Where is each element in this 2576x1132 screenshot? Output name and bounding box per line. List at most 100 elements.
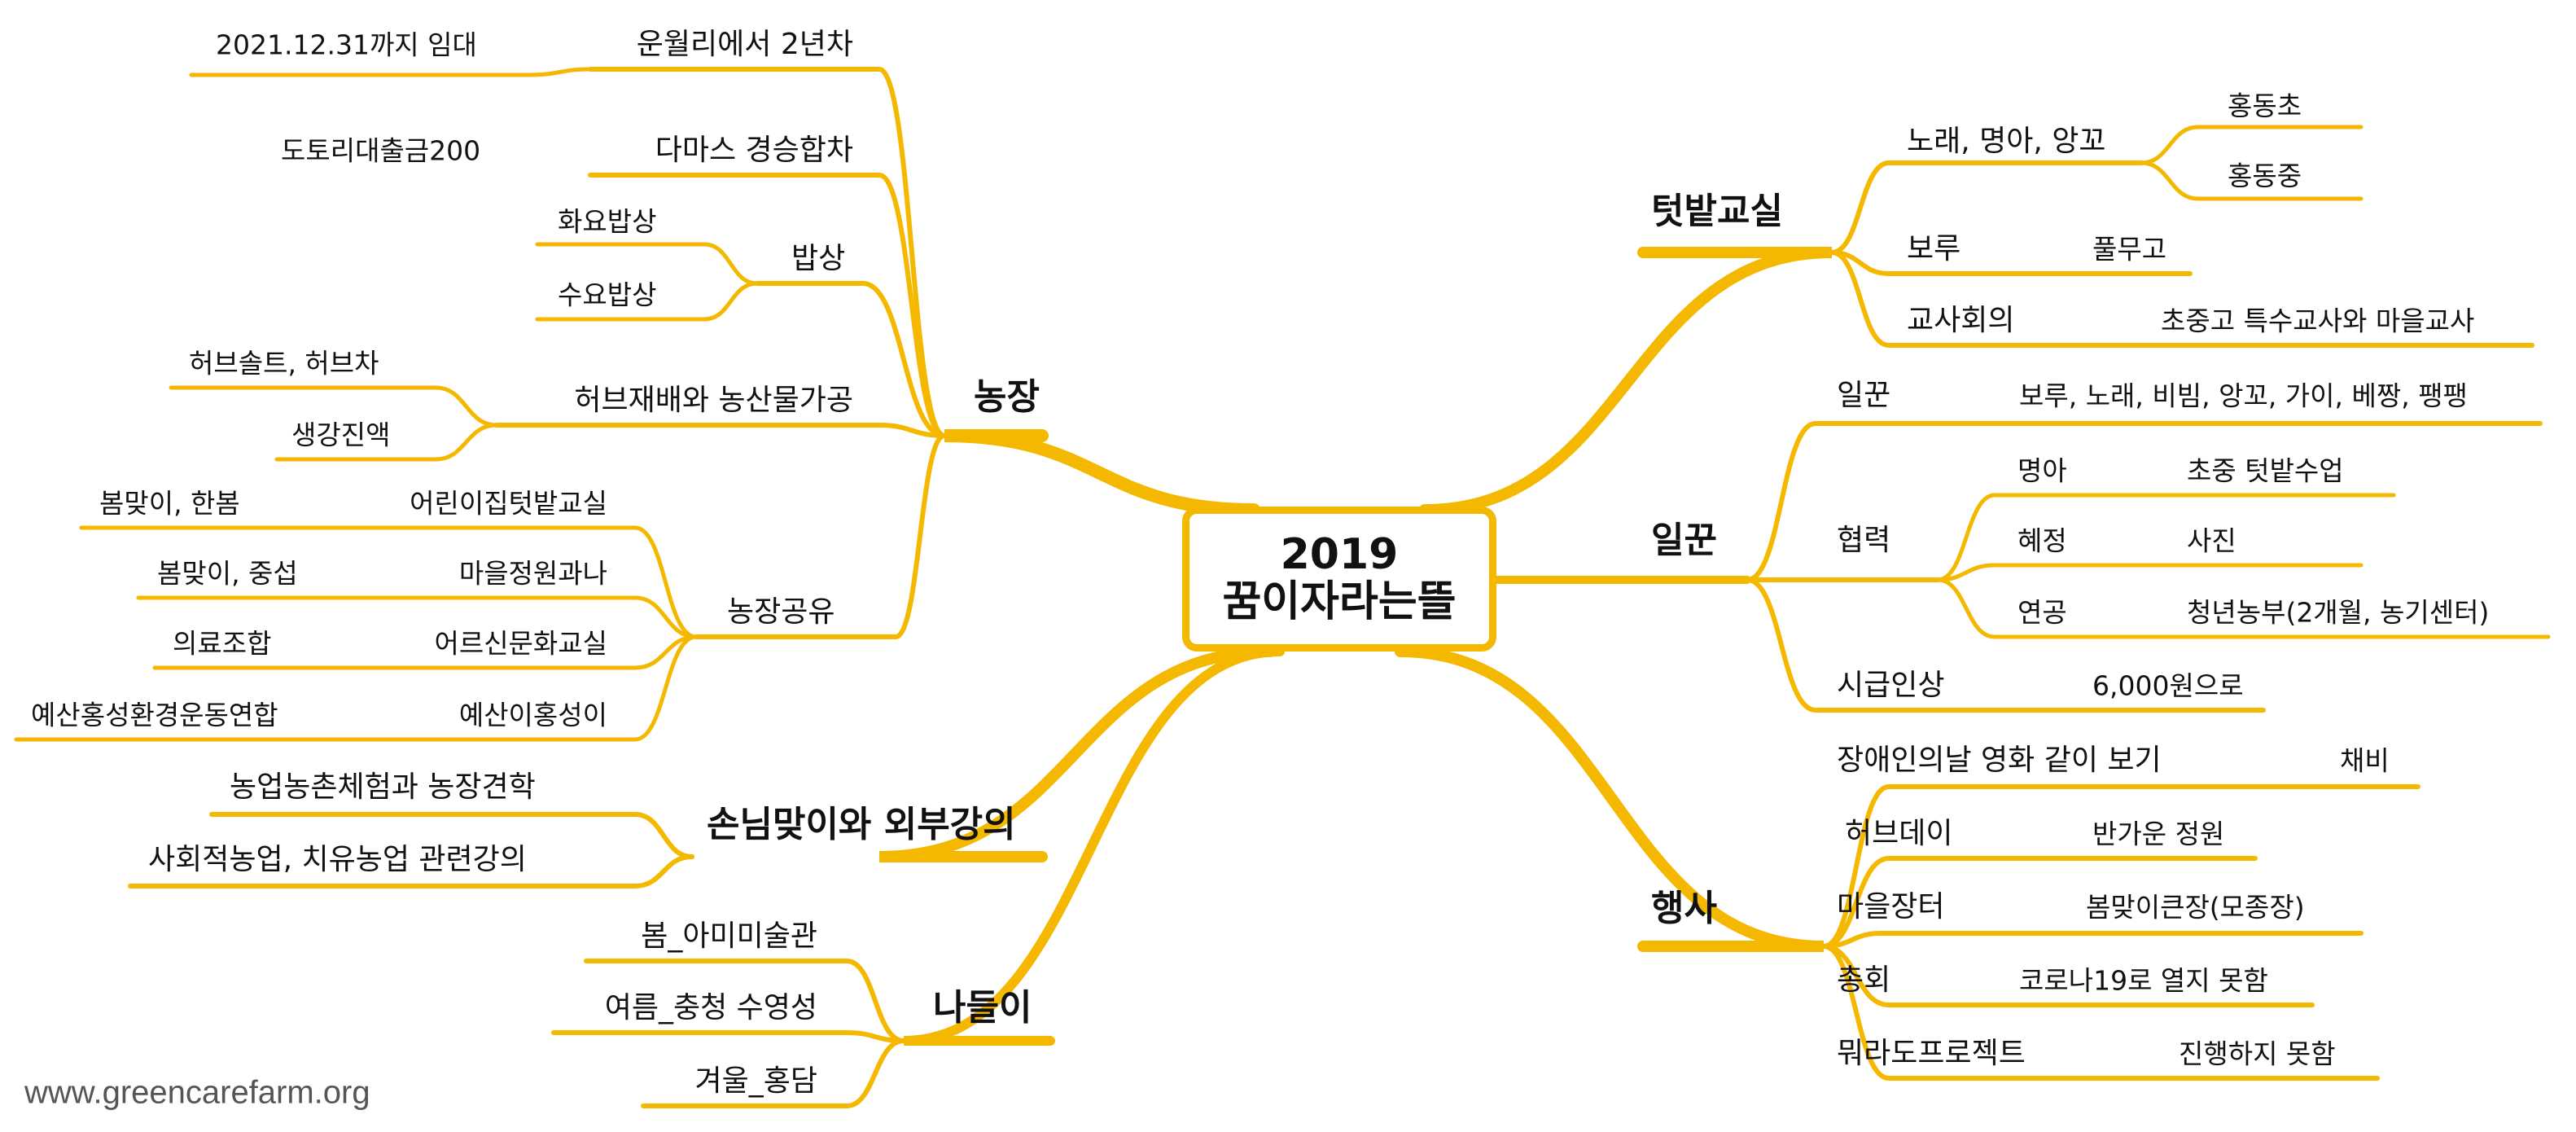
- farm-share[interactable]: 농장공유: [727, 595, 835, 629]
- coop-name: 연공: [2017, 596, 2067, 629]
- branch-farm[interactable]: 농장: [974, 376, 1040, 418]
- coop-detail: 초중 텃밭수업: [2187, 454, 2344, 487]
- share-org: 마을정원과나: [458, 557, 607, 590]
- outing-item: 겨울_홍담: [694, 1064, 817, 1098]
- share-detail: 의료조합: [173, 627, 272, 660]
- coop-sub: [1935, 577, 2551, 639]
- farm-herb-line: [494, 423, 947, 438]
- outing-sub: [584, 959, 906, 1043]
- guests-sub: [209, 812, 694, 859]
- share-detail: 봄맞이, 중섭: [157, 557, 298, 590]
- central-topic[interactable]: 2019 꿈이자라는뜰: [1182, 507, 1496, 652]
- branch-outing[interactable]: 나들이: [933, 987, 1032, 1029]
- farm-share-line: [694, 433, 947, 639]
- central-year: 2019: [1280, 529, 1399, 579]
- outing-item: 봄_아미미술관: [641, 919, 817, 953]
- farm-herb-sub: [169, 385, 499, 428]
- event-sub: [1821, 944, 2380, 1081]
- central-title: 꿈이자라는뜰: [1222, 577, 1457, 626]
- worker-members-line: [1745, 421, 2543, 582]
- coop-sub: [1935, 493, 2396, 582]
- farm-meal-item: 화요밥상: [558, 205, 657, 238]
- coop-detail: 청년농부(2개월, 농기센터): [2187, 596, 2490, 629]
- guests-item: 사회적농업, 치유농업 관련강의: [148, 843, 527, 876]
- farm-rent-detail: 2021.12.31까지 임대: [216, 29, 477, 61]
- event-item[interactable]: 총회: [1837, 963, 1891, 997]
- garden-song-item: 홍동중: [2228, 160, 2302, 192]
- share-detail: 봄맞이, 한봄: [99, 487, 240, 520]
- farm-share-sub: [136, 595, 699, 639]
- branch-garden[interactable]: 텃밭교실: [1651, 191, 1783, 232]
- website-watermark: www.greencarefarm.org: [24, 1074, 370, 1111]
- event-sub: [1821, 931, 2364, 949]
- share-org: 어르신문화교실: [434, 627, 607, 660]
- event-item[interactable]: 장애인의날 영화 같이 보기: [1837, 744, 2162, 777]
- outing-sub: [641, 1038, 906, 1108]
- coop-detail: 사진: [2187, 524, 2236, 557]
- garden-song-sub: [2139, 160, 2364, 201]
- farm-meal-item: 수요밥상: [558, 279, 657, 311]
- farm-rent-line: [588, 67, 947, 438]
- garden-song-line: [1829, 160, 2144, 255]
- event-item[interactable]: 마을장터: [1837, 890, 1945, 924]
- worker-coop[interactable]: 협력: [1837, 524, 1891, 557]
- farm-herb[interactable]: 허브재배와 농산물가공: [574, 384, 853, 417]
- garden-council[interactable]: 교사회의: [1907, 304, 2015, 337]
- garden-song-item: 홍동초: [2228, 90, 2302, 122]
- farm-share-sub: [152, 634, 699, 670]
- farm-herb-sub: [274, 423, 499, 462]
- trunk-farm: [944, 429, 1260, 516]
- worker-members[interactable]: 일꾼: [1837, 379, 1891, 412]
- garden-council-line: [1829, 250, 2534, 348]
- worker-wage-detail: 6,000원으로: [2092, 669, 2244, 702]
- outing-item: 여름_충청 수영성: [604, 991, 817, 1025]
- garden-council-detail: 초중고 특수교사와 마을교사: [2161, 305, 2475, 337]
- trunk-outing: [903, 647, 1285, 1046]
- farm-rent-detail-line: [189, 67, 593, 77]
- guests-item: 농업농촌체험과 농장견학: [230, 770, 536, 804]
- farm-share-sub: [79, 525, 699, 639]
- share-org: 어린이집텃밭교실: [410, 487, 607, 520]
- farm-meal-sub: [535, 242, 760, 286]
- farm-meal[interactable]: 밥상: [791, 242, 846, 275]
- event-sub: [1821, 784, 2420, 949]
- farm-meal-sub: [535, 281, 760, 322]
- farm-rent[interactable]: 운월리에서 2년차: [636, 28, 853, 61]
- farm-herb-item: 허브솔트, 허브차: [189, 347, 379, 380]
- farm-herb-item: 생강진액: [291, 419, 391, 451]
- event-detail: 진행하지 못함: [2179, 1038, 2336, 1070]
- farm-damas-detail: 도토리대출금200: [281, 134, 481, 167]
- worker-wage-line: [1745, 577, 2266, 713]
- event-sub: [1821, 856, 2258, 949]
- event-item[interactable]: 뭐라도프로젝트: [1837, 1037, 2026, 1070]
- garden-boru-detail: 풀무고: [2092, 233, 2167, 265]
- trunk-guests: [878, 646, 1276, 862]
- worker-wage[interactable]: 시급인상: [1837, 669, 1945, 702]
- garden-song[interactable]: 노래, 명아, 앙꼬: [1907, 125, 2106, 158]
- event-detail: 채비: [2340, 744, 2390, 777]
- farm-share-sub: [14, 634, 699, 742]
- outing-sub: [551, 1030, 906, 1043]
- farm-damas-line: [588, 173, 947, 438]
- branch-worker[interactable]: 일꾼: [1651, 520, 1717, 561]
- farm-meal-line: [755, 281, 947, 438]
- coop-sub: [1935, 563, 2364, 582]
- garden-boru[interactable]: 보루: [1907, 232, 1961, 265]
- worker-members-detail: 보루, 노래, 비빔, 앙꼬, 가이, 베짱, 팽팽: [2019, 380, 2468, 412]
- event-item[interactable]: 허브데이: [1845, 817, 1953, 850]
- event-detail: 반가운 정원: [2092, 818, 2225, 850]
- garden-song-sub: [2139, 125, 2364, 165]
- share-org: 예산이홍성이: [458, 699, 607, 731]
- event-detail: 코로나19로 열지 못함: [2019, 964, 2268, 997]
- farm-damas[interactable]: 다마스 경승합차: [655, 134, 853, 167]
- branch-guests[interactable]: 손님맞이와 외부강의: [707, 804, 1016, 845]
- coop-name: 명아: [2017, 454, 2067, 487]
- guests-sub: [128, 854, 694, 888]
- share-detail: 예산홍성환경운동연합: [31, 699, 278, 731]
- branch-event[interactable]: 행사: [1651, 888, 1717, 929]
- coop-name: 혜정: [2017, 524, 2067, 557]
- trunk-garden: [1419, 247, 1833, 516]
- event-detail: 봄맞이큰장(모종장): [2086, 891, 2305, 924]
